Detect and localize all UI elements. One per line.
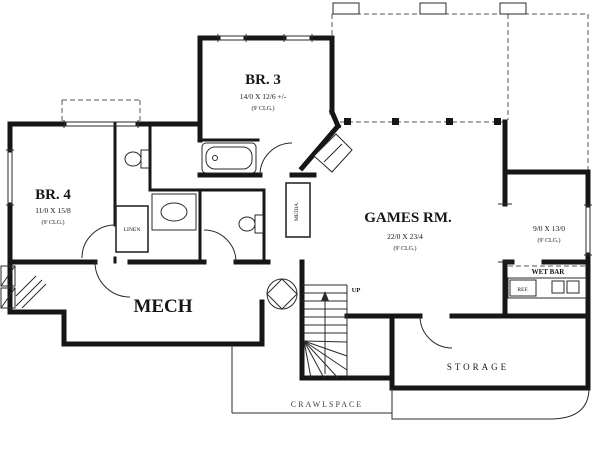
br3-door-arc: [259, 142, 293, 176]
deck-post: [332, 2, 360, 15]
toilet: [124, 149, 150, 169]
storage-name: STORAGE: [447, 362, 509, 372]
refrigerator: [509, 279, 537, 297]
mech-name: MECH: [133, 296, 192, 317]
linen-label: LINEN: [124, 227, 141, 233]
br4-ceiling: (9' CLG.): [41, 219, 64, 226]
br3-name: BR. 3: [245, 72, 281, 88]
ref-label: REF.: [517, 287, 529, 293]
window: [6, 149, 14, 206]
doors: [81, 142, 512, 349]
fireplace: [313, 133, 353, 173]
wet-bar-label: WET BAR: [532, 268, 566, 276]
window: [63, 120, 139, 128]
wet-bar: [507, 265, 587, 299]
mechanical-equipment: [266, 278, 298, 310]
column-post: [392, 118, 399, 125]
deck-outline: [61, 2, 589, 170]
br3-ceiling: (9' CLG.): [251, 105, 274, 112]
mech-door-arc: [94, 261, 131, 298]
br4-name: BR. 4: [35, 187, 71, 203]
up-label: UP: [352, 287, 361, 294]
deck-post: [419, 2, 447, 15]
br3-dims: 14/0 X 12/6 +/-: [240, 92, 287, 101]
games-ceiling: (9' CLG.): [393, 245, 416, 252]
exterior-and-interior-walls: [7, 35, 591, 391]
crawlspace-outline: [231, 344, 590, 420]
deck-post: [499, 2, 527, 15]
media-closet: [285, 182, 311, 238]
window: [283, 34, 313, 42]
bath-door-arc: [203, 229, 237, 263]
stairs: UP: [302, 284, 361, 379]
stair-arrow-head: [321, 291, 329, 301]
window: [584, 204, 592, 256]
media-label: MEDIA: [294, 203, 300, 221]
column-post: [446, 118, 453, 125]
br4-door-arc: [81, 224, 116, 259]
toilet: [238, 214, 264, 234]
crawlspace-name: CRAWLSPACE: [291, 400, 363, 409]
column-post: [494, 118, 501, 125]
windows: [6, 34, 592, 256]
bar-sink: [551, 280, 565, 294]
column-post: [344, 118, 351, 125]
linen-closet: [115, 205, 149, 253]
bathtub: [201, 142, 257, 174]
bonus-ceiling: (9' CLG.): [537, 237, 560, 244]
window-wells: [0, 265, 47, 309]
storage-door-arc: [419, 315, 453, 349]
bath-fixtures: [124, 142, 264, 234]
window: [217, 34, 247, 42]
br4-dims: 11/0 X 15/8: [35, 206, 71, 215]
games-name: GAMES RM.: [364, 210, 452, 226]
vanity-sink: [151, 193, 197, 231]
room-labels: BR. 3 14/0 X 12/6 +/- (9' CLG.) BR. 4 11…: [35, 72, 565, 409]
bar-sink: [566, 280, 580, 294]
bonus-dims: 9/0 X 13/0: [533, 224, 565, 233]
games-dims: 22/0 X 23/4: [387, 232, 423, 241]
